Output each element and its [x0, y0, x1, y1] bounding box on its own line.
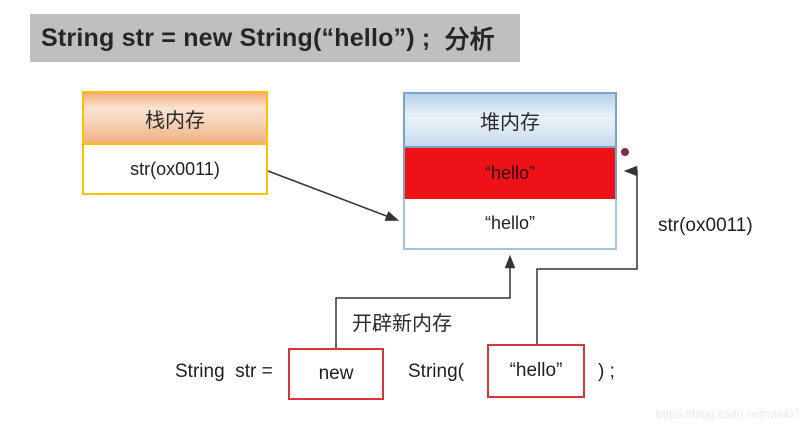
heap-memory-header: 堆内存	[403, 92, 617, 148]
watermark: https://blog.csdn.net/rain07	[656, 407, 800, 421]
title-code: String str = new String(“hello”) ;	[41, 23, 431, 52]
stack-memory-box: 栈内存 str(ox0011)	[82, 91, 268, 195]
heap-cell-white-hello: “hello”	[403, 199, 617, 250]
hello-literal-box: “hello”	[487, 344, 585, 398]
code-middle: String(	[408, 361, 464, 382]
heap-cell-red-hello: “hello”	[403, 148, 617, 199]
pointer-reference-label: str(ox0011)	[658, 215, 753, 236]
stack-cell-str: str(ox0011)	[82, 145, 268, 195]
code-prefix: String str =	[175, 361, 273, 382]
stack-memory-header: 栈内存	[82, 91, 268, 145]
heap-memory-box: 堆内存 “hello” “hello”	[403, 92, 617, 250]
code-suffix: ) ;	[598, 361, 615, 382]
new-memory-annotation: 开辟新内存	[352, 313, 452, 335]
title-suffix: 分析	[444, 26, 495, 54]
title-bar: String str = new String(“hello”) ; 分析	[30, 14, 520, 62]
arrow-stack-to-heap	[267, 170, 400, 221]
new-keyword-box: new	[288, 348, 384, 400]
reference-dot	[621, 148, 629, 156]
